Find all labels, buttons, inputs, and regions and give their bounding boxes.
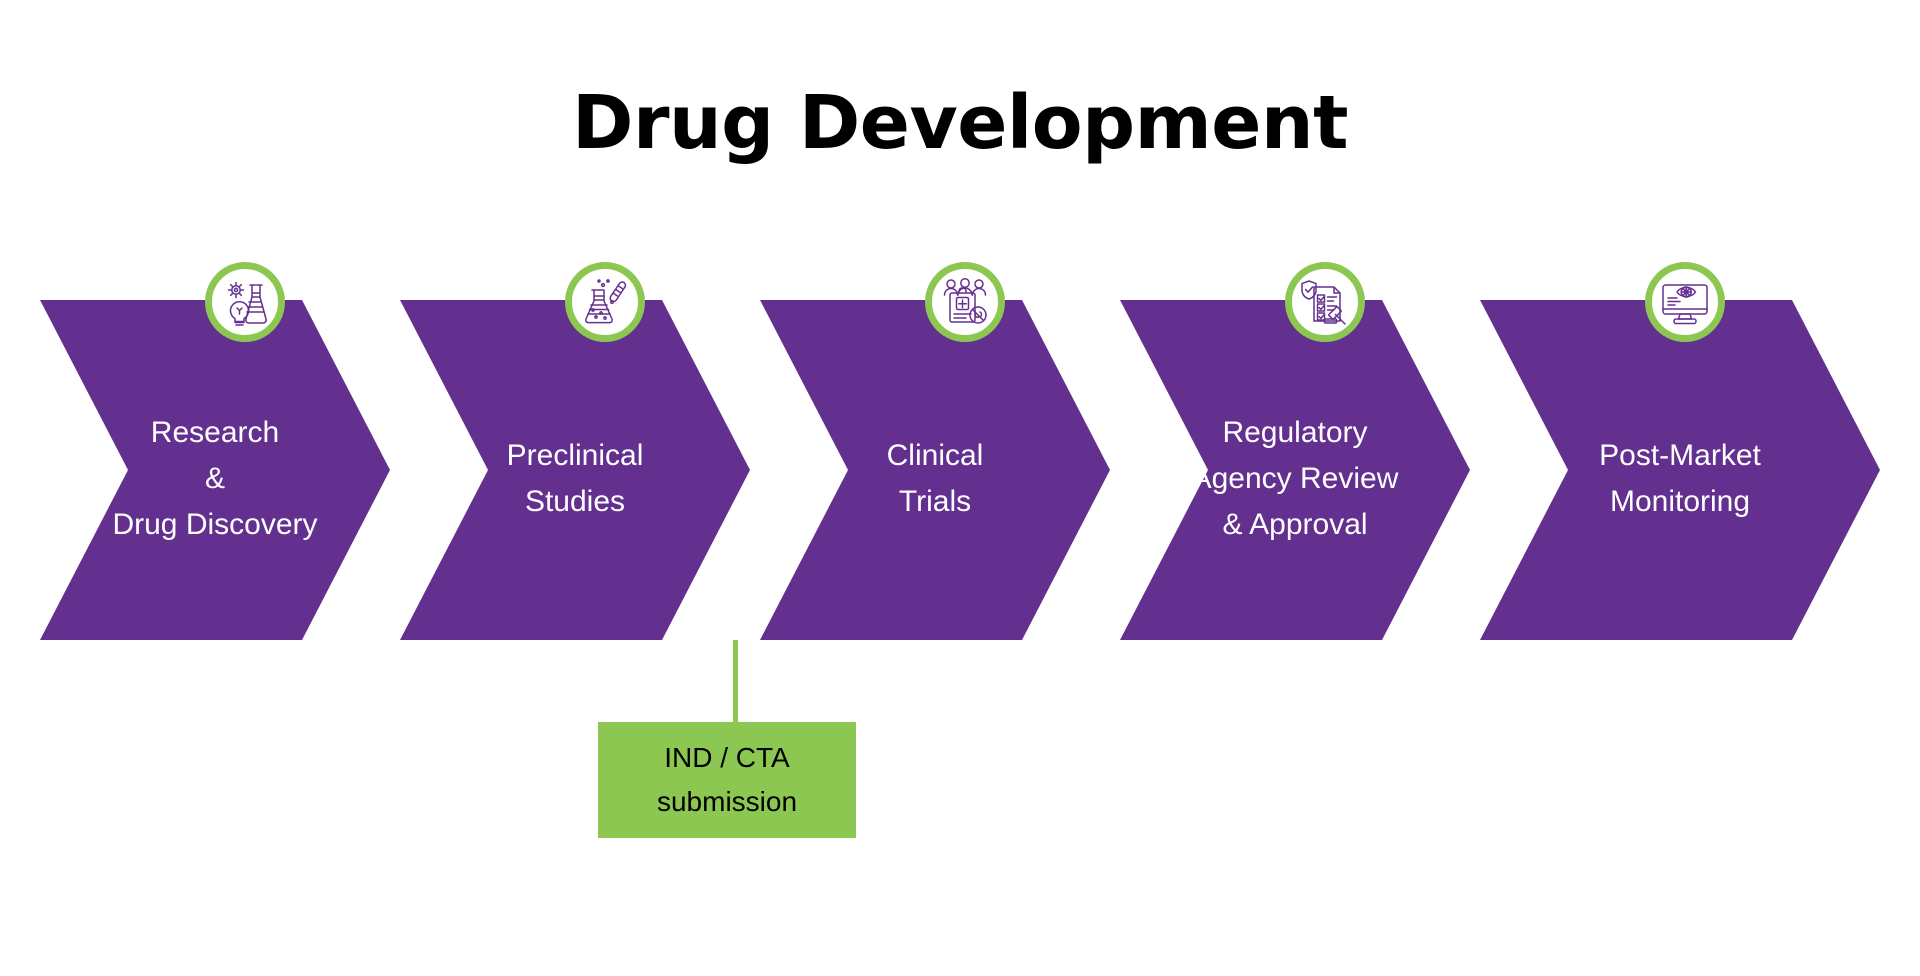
stage-clinical-trials[interactable]: Clinical Trials (760, 300, 1110, 640)
monitor-eye-icon (1662, 284, 1708, 325)
submission-label-line: IND / CTA (664, 742, 790, 773)
stage-icon-badge-regulatory-agency-review-approval (1285, 262, 1365, 342)
stage-label-post-market-monitoring: Post-Market Monitoring (1480, 415, 1880, 525)
page-title: Drug Development (572, 80, 1348, 166)
ind-cta-submission-label: IND / CTA submission (657, 736, 797, 824)
stage-icon-badge-research-drug-discovery (205, 262, 285, 342)
stage-label-line: Research (150, 416, 280, 449)
connector-line-preclinical-to-submission (733, 640, 738, 740)
ind-cta-submission-box[interactable]: IND / CTA submission (598, 722, 856, 838)
people-clipboard-pill-icon (943, 278, 987, 324)
stage-label-line: Post-Market (1599, 439, 1761, 472)
stage-icon-badge-post-market-monitoring (1645, 262, 1725, 342)
stage-label-preclinical-studies: Preclinical Studies (400, 415, 750, 525)
stage-research-drug-discovery[interactable]: Research & Drug Discovery (40, 300, 390, 640)
stage-label-line: Preclinical (506, 439, 644, 472)
stage-regulatory-agency-review-approval[interactable]: Regulatory Agency Review & Approval (1120, 300, 1470, 640)
submission-label-line: submission (656, 786, 798, 817)
shield-checklist-gavel-icon (1301, 280, 1346, 325)
flask-test-tube-icon (585, 279, 627, 324)
stage-label-clinical-trials: Clinical Trials (760, 415, 1110, 525)
stage-label-line: & Approval (1222, 508, 1368, 541)
stage-label-line: Agency Review (1191, 462, 1399, 495)
stage-icon-badge-preclinical-studies (565, 262, 645, 342)
stage-label-line: Drug Discovery (112, 508, 318, 541)
stage-label-regulatory-agency-review-approval: Regulatory Agency Review & Approval (1120, 392, 1470, 548)
gear-flask-lightbulb-icon (227, 281, 267, 326)
process-flow-diagram: Research & Drug Discovery Preclinical St… (0, 300, 1920, 640)
stage-icon-badge-clinical-trials (925, 262, 1005, 342)
stage-label-line: Clinical (886, 439, 984, 472)
stage-label-line: Trials (898, 485, 972, 518)
stage-label-research-drug-discovery: Research & Drug Discovery (40, 392, 390, 548)
stage-label-line: Studies (524, 485, 626, 518)
stage-label-line: & (204, 462, 225, 495)
stage-label-line: Regulatory (1222, 416, 1368, 449)
stage-preclinical-studies[interactable]: Preclinical Studies (400, 300, 750, 640)
stage-label-line: Monitoring (1609, 485, 1751, 518)
stage-post-market-monitoring[interactable]: Post-Market Monitoring (1480, 300, 1880, 640)
